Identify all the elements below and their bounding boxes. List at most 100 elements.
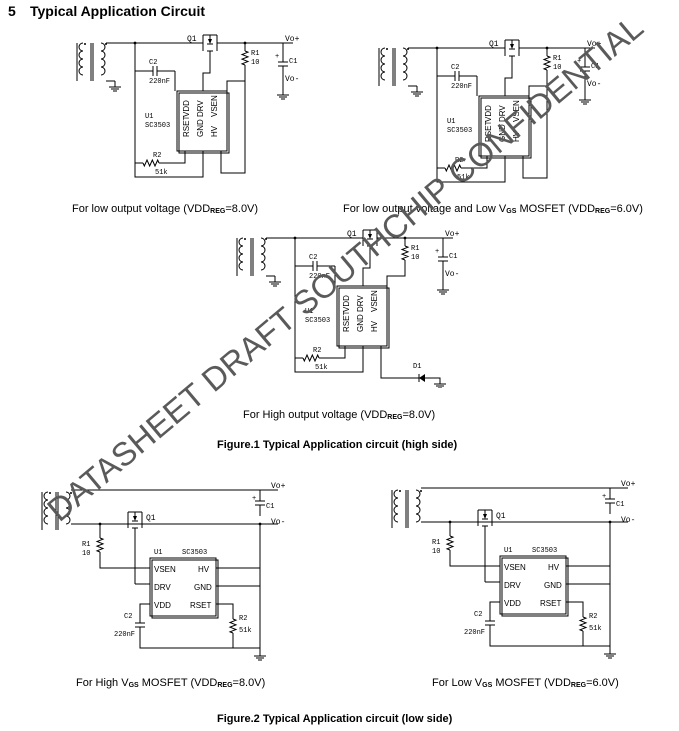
r2-label: R2: [455, 157, 463, 165]
vsen-wire: [386, 268, 406, 286]
r1-resistor: [542, 55, 552, 71]
r2-resistor: [578, 616, 588, 632]
pin-vsen: VSEN: [154, 565, 176, 574]
gnd-return-wire: [134, 151, 204, 178]
c1-polarity: +: [602, 493, 606, 501]
transformer-primary-coil: [393, 489, 399, 499]
transformer-secondary-coil: [65, 491, 71, 501]
vo-minus-label: Vo-: [621, 516, 635, 525]
ic-body: [478, 95, 530, 157]
pin-gnd: GND: [196, 119, 205, 137]
r2-label: R2: [589, 613, 597, 621]
ic-body: [336, 285, 388, 347]
ic-part-label: SC3503: [447, 127, 472, 135]
vo-plus-label: Vo+: [587, 40, 602, 49]
pin-vsen: VSEN: [370, 290, 379, 312]
transformer-primary-coil: [380, 71, 386, 81]
r1-resistor: [400, 245, 410, 261]
transformer-primary-coil: [380, 63, 386, 73]
r1-label: R1: [251, 50, 259, 58]
pin-vdd: VDD: [342, 295, 351, 312]
r2-value: 51k: [589, 625, 602, 633]
r2-value: 51k: [315, 364, 328, 372]
transformer-dot: [244, 238, 246, 240]
transformer-primary-coil: [78, 42, 84, 52]
junction-dot: [293, 236, 297, 240]
r1-label: R1: [411, 245, 419, 253]
hv-wire: [380, 346, 425, 379]
transformer-secondary-coil: [65, 499, 71, 509]
vsen-wire: [449, 564, 508, 567]
r2-value: 51k: [457, 174, 470, 182]
r2-resistor: [142, 158, 160, 168]
rset-wire: [167, 151, 186, 164]
gate-drive-wire: [504, 64, 513, 96]
d1-diode: [419, 374, 425, 382]
c2-label: C2: [309, 254, 317, 262]
transformer-primary-coil: [238, 245, 244, 255]
transformer-primary-coil: [238, 261, 244, 271]
junction-dot: [448, 520, 452, 524]
r1-value: 10: [411, 254, 419, 262]
pin-drv: DRV: [356, 295, 365, 312]
c1-polarity: +: [577, 58, 581, 66]
vo-plus-label: Vo+: [271, 482, 286, 491]
r1-value: 10: [82, 550, 90, 558]
c2-value: 220nF: [451, 83, 472, 91]
transformer-dot: [49, 492, 51, 494]
caption-circuit-2: For low output voltage and Low VGS MOSFE…: [343, 203, 643, 215]
transformer-secondary-coil: [415, 489, 421, 499]
transformer-secondary-coil: [402, 63, 408, 73]
ic-part-label: SC3503: [532, 547, 557, 555]
c1-label: C1: [449, 253, 457, 261]
transformer-dot: [70, 492, 72, 494]
c2-label: C2: [149, 59, 157, 67]
figure-2-caption: Figure.2 Typical Application circuit (lo…: [217, 713, 453, 725]
vo-plus-label: Vo+: [445, 230, 460, 239]
pin-gnd: GND: [356, 314, 365, 332]
c2-value: 220nF: [464, 629, 485, 637]
r2-value: 51k: [239, 627, 252, 635]
r1-label: R1: [553, 55, 561, 63]
c2-value: 220nF: [149, 78, 170, 86]
transformer-secondary-coil: [260, 253, 266, 263]
r1-value: 10: [553, 64, 561, 72]
junction-dot: [435, 46, 439, 50]
vo-minus-label: Vo-: [587, 80, 601, 89]
pin-rset: RSET: [484, 121, 493, 142]
c2-value: 220nF: [309, 273, 330, 281]
pin-vdd: VDD: [504, 599, 521, 608]
u1-label: U1: [145, 113, 153, 121]
c1-label: C1: [289, 58, 297, 66]
transformer-dot: [386, 48, 388, 50]
transformer-dot: [84, 43, 86, 45]
r2-resistor: [302, 353, 320, 363]
ic-body: [149, 557, 217, 617]
c1-polarity: +: [435, 248, 439, 256]
figure-1-caption: Figure.1 Typical Application circuit (hi…: [217, 439, 458, 451]
transformer-secondary-coil: [65, 507, 71, 517]
transformer-secondary-coil: [402, 55, 408, 65]
transformer-primary-coil: [43, 491, 49, 501]
ic-shadow: [338, 287, 390, 349]
r1-resistor: [95, 537, 105, 553]
transformer-primary-coil: [43, 515, 49, 525]
ic-body: [176, 90, 228, 152]
pin-rset: RSET: [182, 116, 191, 137]
c1-polarity: +: [275, 53, 279, 61]
hv-wire: [220, 81, 246, 174]
vsen-wire: [226, 73, 246, 91]
section-number: 5: [8, 3, 16, 19]
vdd-wire: [489, 601, 500, 608]
pin-hv: HV: [512, 130, 521, 142]
pin-rset: RSET: [190, 601, 211, 610]
vsen-wire: [99, 566, 158, 569]
mosfet-body-diode: [208, 39, 212, 44]
transformer-secondary-coil: [415, 513, 421, 523]
q1-label: Q1: [347, 230, 357, 239]
rset-wire: [469, 156, 488, 169]
gnd-return-wire: [436, 156, 506, 183]
wire: [489, 638, 583, 647]
